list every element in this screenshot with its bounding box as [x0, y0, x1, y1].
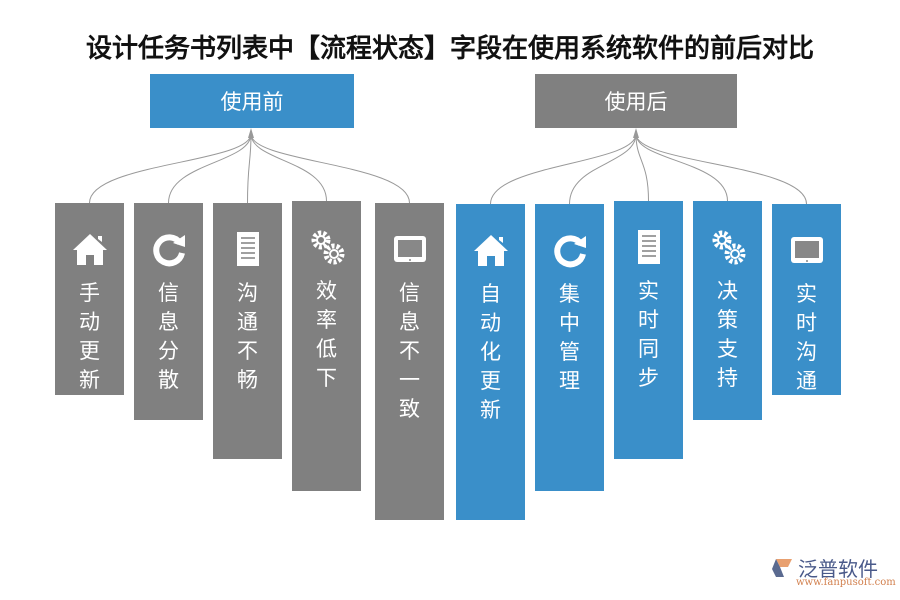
before-item-5: 信息不一致 [375, 203, 444, 520]
page-title: 设计任务书列表中【流程状态】字段在使用系统软件的前后对比 [85, 34, 814, 64]
before-header: 使用前 [150, 74, 354, 128]
document-icon [629, 227, 669, 267]
gears-icon [307, 227, 347, 267]
tablet-icon [787, 230, 827, 270]
watermark: 泛普软件 www.fanpusoft.com [770, 553, 896, 588]
connector [635, 133, 649, 202]
connector [569, 133, 637, 205]
before-item-2: 信息分散 [134, 203, 203, 420]
item-label: 沟通不畅 [237, 281, 258, 392]
item-label: 信息分散 [158, 281, 179, 392]
connector [635, 133, 807, 205]
item-label: 实时同步 [638, 279, 659, 390]
connector [247, 133, 252, 204]
tablet-icon [390, 229, 430, 269]
before-item-4: 效率低下 [292, 201, 361, 491]
home-icon [471, 230, 511, 270]
home-icon [70, 229, 110, 269]
item-label: 集中管理 [559, 282, 580, 393]
after-item-2: 集中管理 [535, 204, 604, 491]
connector [250, 133, 410, 204]
arrowhead [248, 128, 254, 138]
item-label: 决策支持 [717, 279, 738, 390]
connector [89, 133, 252, 204]
arrowhead [633, 128, 639, 138]
item-label: 效率低下 [316, 279, 337, 390]
item-label: 信息不一致 [399, 281, 420, 421]
item-label: 实时沟通 [796, 282, 817, 393]
after-header: 使用后 [535, 74, 737, 128]
document-icon [228, 229, 268, 269]
item-label: 手动更新 [79, 281, 100, 392]
after-item-5: 实时沟通 [772, 204, 841, 395]
after-item-4: 决策支持 [693, 201, 762, 420]
logo-icon [772, 558, 792, 577]
connector [168, 133, 252, 204]
connector [635, 133, 728, 202]
before-item-1: 手动更新 [55, 203, 124, 395]
gears-icon [708, 227, 748, 267]
refresh-icon [149, 229, 189, 269]
refresh-icon [550, 230, 590, 270]
before-item-3: 沟通不畅 [213, 203, 282, 459]
after-item-3: 实时同步 [614, 201, 683, 459]
connector [490, 133, 637, 205]
item-label: 自动化更新 [480, 282, 501, 422]
after-item-1: 自动化更新 [456, 204, 525, 520]
connector [250, 133, 327, 202]
